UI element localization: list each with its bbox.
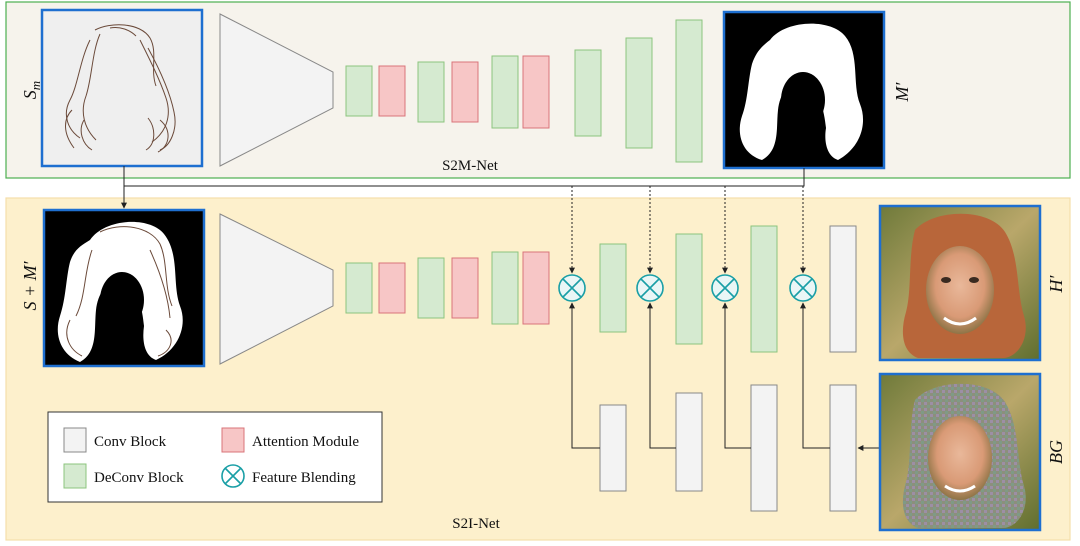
sketch-input-image: [40, 8, 204, 168]
bg-feature-arrows: [569, 302, 880, 451]
s2m-encoder-trapezoid: [219, 13, 334, 167]
mask-output-image: [722, 10, 886, 170]
s2m-deconv-block: [417, 61, 445, 123]
mask-output-label: M′: [892, 81, 912, 102]
svg-text:Sm: Sm: [20, 81, 43, 99]
bg-conv-block: [829, 384, 857, 512]
s2i-attention-block: [522, 251, 550, 325]
legend: Conv Block Attention Module DeConv Block…: [47, 411, 383, 503]
bg-conv-block: [750, 384, 778, 512]
s2i-deconv-block: [491, 251, 519, 325]
s2m-deconv-block: [574, 49, 602, 137]
generated-face-image: [878, 204, 1042, 362]
s2i-deconv-block: [599, 243, 627, 333]
background-input-image: [878, 372, 1042, 532]
s2i-deconv-block: [417, 257, 445, 319]
background-input-label: BG: [1046, 440, 1066, 464]
legend-attention-label: Attention Module: [252, 434, 359, 450]
s2i-title: S2I-Net: [452, 516, 500, 532]
s2i-deconv-block: [345, 262, 373, 314]
legend-conv-swatch: [63, 427, 87, 453]
s2m-deconv-block: [345, 65, 373, 117]
s2i-panel: S2I-Net S + M′: [5, 197, 1071, 541]
legend-conv-label: Conv Block: [94, 434, 167, 450]
s2i-deconv-block: [675, 233, 703, 345]
svg-text:S + M′: S + M′: [20, 260, 40, 310]
s2m-panel: S2M-Net Sm: [5, 1, 1071, 179]
legend-deconv-swatch: [63, 463, 87, 489]
s2m-attention-block: [522, 55, 550, 129]
legend-blending-icon: [221, 464, 245, 488]
sketch-mask-input-image: [42, 208, 206, 368]
bg-conv-block: [599, 404, 627, 492]
s2m-attention-block: [378, 65, 406, 117]
s2m-deconv-block: [625, 37, 653, 149]
legend-attention-swatch: [221, 427, 245, 453]
s2m-input-label: Sm: [20, 81, 43, 99]
s2m-attention-block: [451, 61, 479, 123]
s2m-deconv-block: [675, 19, 703, 163]
svg-text:H′: H′: [1046, 274, 1066, 293]
legend-blending-label: Feature Blending: [252, 470, 356, 486]
mask-routing-lines: [121, 166, 806, 274]
s2i-attention-block: [378, 262, 406, 314]
s2i-conv-output-block: [829, 225, 857, 353]
feature-blending-icon: [789, 274, 817, 302]
feature-blending-icon: [558, 274, 586, 302]
svg-text:BG: BG: [1046, 440, 1066, 464]
s2i-input-label: S + M′: [20, 260, 40, 310]
svg-text:M′: M′: [892, 81, 912, 102]
s2i-encoder-trapezoid: [219, 213, 334, 365]
bg-conv-block: [675, 392, 703, 492]
s2m-deconv-block: [491, 55, 519, 129]
s2i-attention-block: [451, 257, 479, 319]
generated-face-label: H′: [1046, 274, 1066, 293]
feature-blending-icon: [636, 274, 664, 302]
feature-blending-icon: [711, 274, 739, 302]
legend-deconv-label: DeConv Block: [94, 470, 184, 486]
s2i-deconv-block: [750, 225, 778, 353]
s2m-title: S2M-Net: [442, 158, 499, 174]
